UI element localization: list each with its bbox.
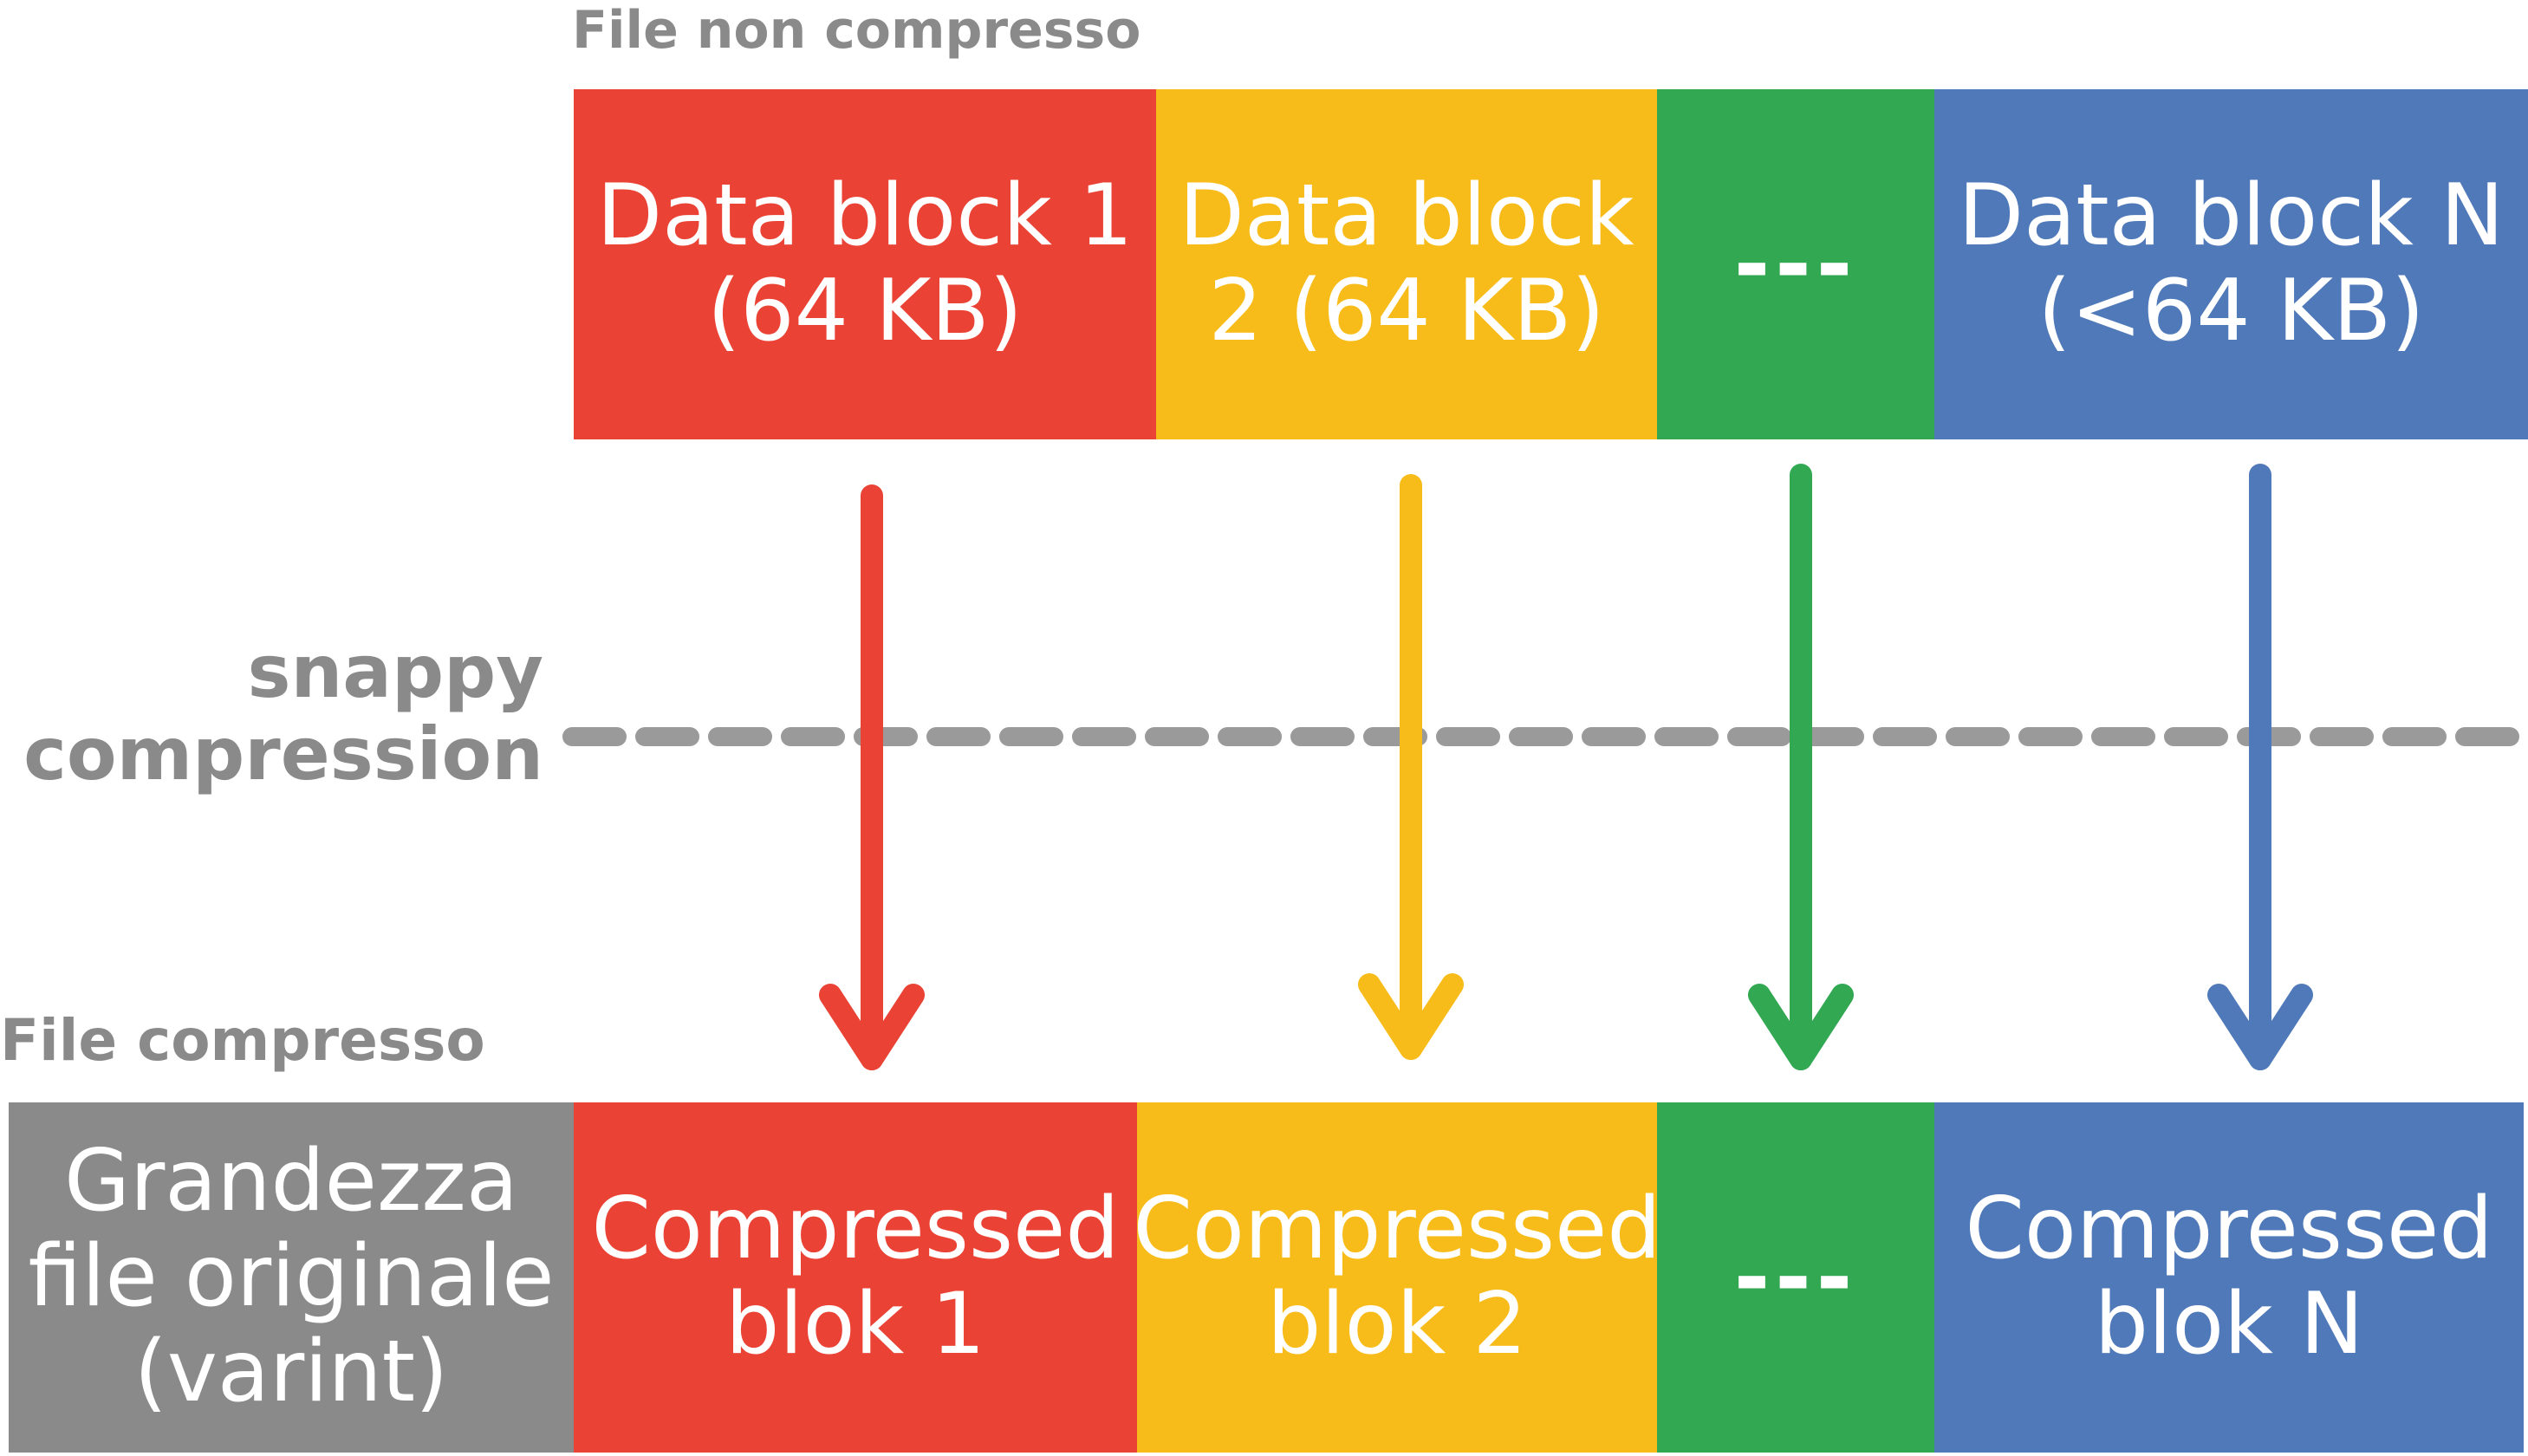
arrow-green	[1748, 464, 1854, 1070]
bottom-title: File compresso	[0, 1007, 485, 1074]
compressed-block-ellipsis-label: ---	[1733, 1226, 1858, 1328]
compressed-block-n: Compressed blok N	[1934, 1102, 2524, 1453]
compressed-block-1: Compressed blok 1	[574, 1102, 1137, 1453]
compressed-block-2-line1: Compressed	[1133, 1180, 1661, 1279]
snappy-label-line2: compression	[23, 711, 543, 796]
arrow-red	[819, 484, 925, 1070]
compressed-block-ellipsis: ---	[1657, 1102, 1934, 1453]
data-block-1-line2: (64 KB)	[707, 262, 1023, 361]
snappy-compression-label: snappy compression	[23, 631, 543, 796]
data-block-n-line2: (<64 KB)	[2037, 262, 2425, 361]
compressed-block-2-line2: blok 2	[1267, 1275, 1527, 1374]
top-title: File non compresso	[572, 0, 1141, 61]
original-size-line1: Grandezza	[64, 1132, 518, 1232]
data-block-n: Data block N (<64 KB)	[1934, 89, 2528, 439]
arrow-blue	[2207, 464, 2313, 1070]
data-block-ellipsis: ---	[1657, 89, 1934, 439]
data-block-1: Data block 1 (64 KB)	[574, 89, 1156, 439]
compressed-block-1-line2: blok 1	[725, 1275, 985, 1374]
compressed-block-n-line1: Compressed	[1965, 1180, 2493, 1279]
data-block-2-line2: 2 (64 KB)	[1208, 262, 1605, 361]
data-block-2: Data block 2 (64 KB)	[1156, 89, 1657, 439]
data-block-1-line1: Data block 1	[596, 166, 1134, 266]
compressed-block-2: Compressed blok 2	[1133, 1102, 1661, 1453]
arrow-yellow	[1358, 474, 1464, 1060]
original-size-line2: file originale	[28, 1227, 555, 1327]
original-size-varint-block: Grandezza file originale (varint)	[9, 1102, 574, 1453]
data-block-n-line1: Data block N	[1958, 166, 2505, 266]
data-block-2-line1: Data block	[1179, 166, 1634, 266]
compressed-block-1-line1: Compressed	[591, 1180, 1120, 1279]
data-block-ellipsis-label: ---	[1733, 213, 1858, 315]
snappy-label-line1: snappy	[247, 629, 544, 714]
compressed-block-n-line2: blok N	[2094, 1275, 2364, 1374]
original-size-line3: (varint)	[133, 1322, 449, 1421]
